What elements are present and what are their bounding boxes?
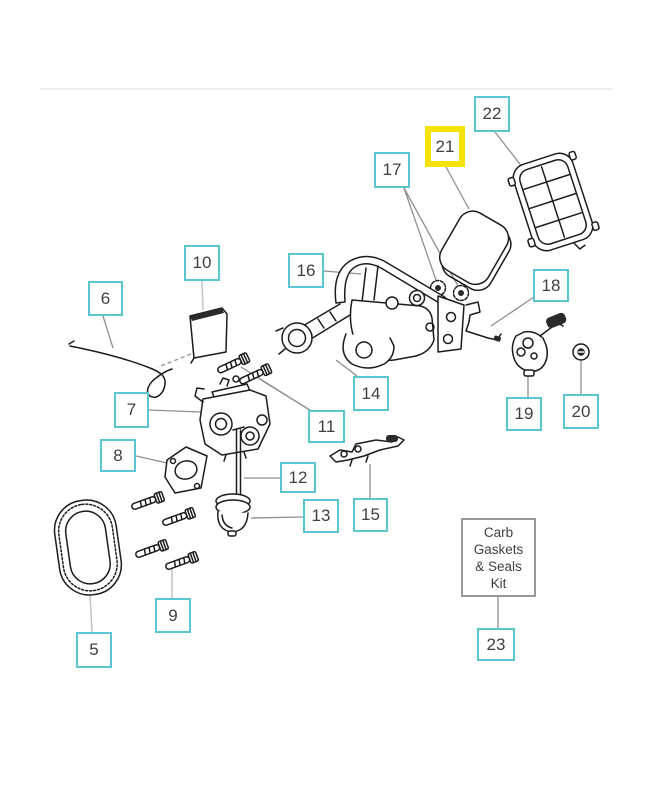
- part-label-5[interactable]: 5: [76, 632, 112, 668]
- part-label-16[interactable]: 16: [288, 253, 324, 288]
- part-label-19-text: 19: [514, 404, 534, 423]
- part-18-art: [465, 301, 502, 342]
- part-12-art: [232, 426, 245, 497]
- part-label-11-text: 11: [317, 416, 336, 436]
- part-21-art: [438, 210, 512, 292]
- part-label-12[interactable]: 12: [280, 462, 316, 493]
- part-8-art: [164, 446, 208, 494]
- kit-line-2: Gaskets: [473, 541, 524, 557]
- kit-line-4: Kit: [490, 575, 507, 591]
- part-22-art: [507, 150, 600, 252]
- kit-line-3: & Seals: [475, 558, 522, 574]
- part-6-art: [68, 340, 173, 398]
- part-label-6-text: 6: [100, 288, 111, 308]
- part-label-8-text: 8: [113, 445, 123, 465]
- part-label-21-highlighted[interactable]: 21: [425, 126, 465, 167]
- part-label-6[interactable]: 6: [88, 281, 123, 316]
- top-divider-rule: [40, 88, 612, 90]
- part-label-21-text: 21: [435, 136, 455, 156]
- part-label-10-text: 10: [192, 253, 212, 272]
- part-7-art: [194, 375, 271, 462]
- part-label-7-text: 7: [126, 400, 137, 419]
- part-label-8[interactable]: 8: [100, 439, 136, 472]
- part-10-art: [157, 307, 228, 368]
- carb-kit-box[interactable]: Carb Gaskets & Seals Kit: [461, 518, 536, 597]
- part-label-14-text: 14: [361, 383, 381, 403]
- part-label-14[interactable]: 14: [353, 376, 389, 411]
- part-label-5-text: 5: [89, 640, 99, 659]
- part-label-15[interactable]: 15: [353, 498, 388, 532]
- part-label-18-text: 18: [541, 275, 561, 295]
- part-label-13-text: 13: [311, 506, 331, 525]
- part-label-12-text: 12: [288, 467, 308, 487]
- part-label-9[interactable]: 9: [155, 598, 191, 633]
- part-15-art: [329, 435, 405, 467]
- part-label-17[interactable]: 17: [374, 152, 410, 188]
- part-label-13[interactable]: 13: [303, 499, 339, 533]
- part-label-20-text: 20: [571, 401, 591, 421]
- part-14-art: [342, 333, 395, 369]
- part-label-11[interactable]: 11: [308, 410, 345, 443]
- part-label-22[interactable]: 22: [474, 96, 510, 132]
- part-label-17-text: 17: [382, 160, 402, 179]
- part-16-art: [275, 255, 465, 369]
- part-label-10[interactable]: 10: [184, 245, 220, 281]
- part-20-art: [572, 343, 590, 361]
- part-label-20[interactable]: 20: [563, 394, 599, 429]
- part-label-9-text: 9: [168, 605, 178, 625]
- part-label-15-text: 15: [361, 505, 380, 524]
- part-9-art: [129, 490, 200, 573]
- part-label-22-text: 22: [482, 104, 502, 123]
- part-label-16-text: 16: [296, 260, 316, 280]
- part-5-art: [53, 499, 123, 596]
- part-19-art: [511, 312, 567, 377]
- part-label-23[interactable]: 23: [477, 628, 515, 661]
- part-label-23-text: 23: [486, 634, 506, 654]
- part-label-7[interactable]: 7: [114, 392, 149, 428]
- part-label-19[interactable]: 19: [506, 397, 542, 431]
- kit-line-1: Carb: [483, 524, 514, 540]
- part-13-art: [215, 493, 251, 537]
- part-label-18[interactable]: 18: [533, 269, 569, 302]
